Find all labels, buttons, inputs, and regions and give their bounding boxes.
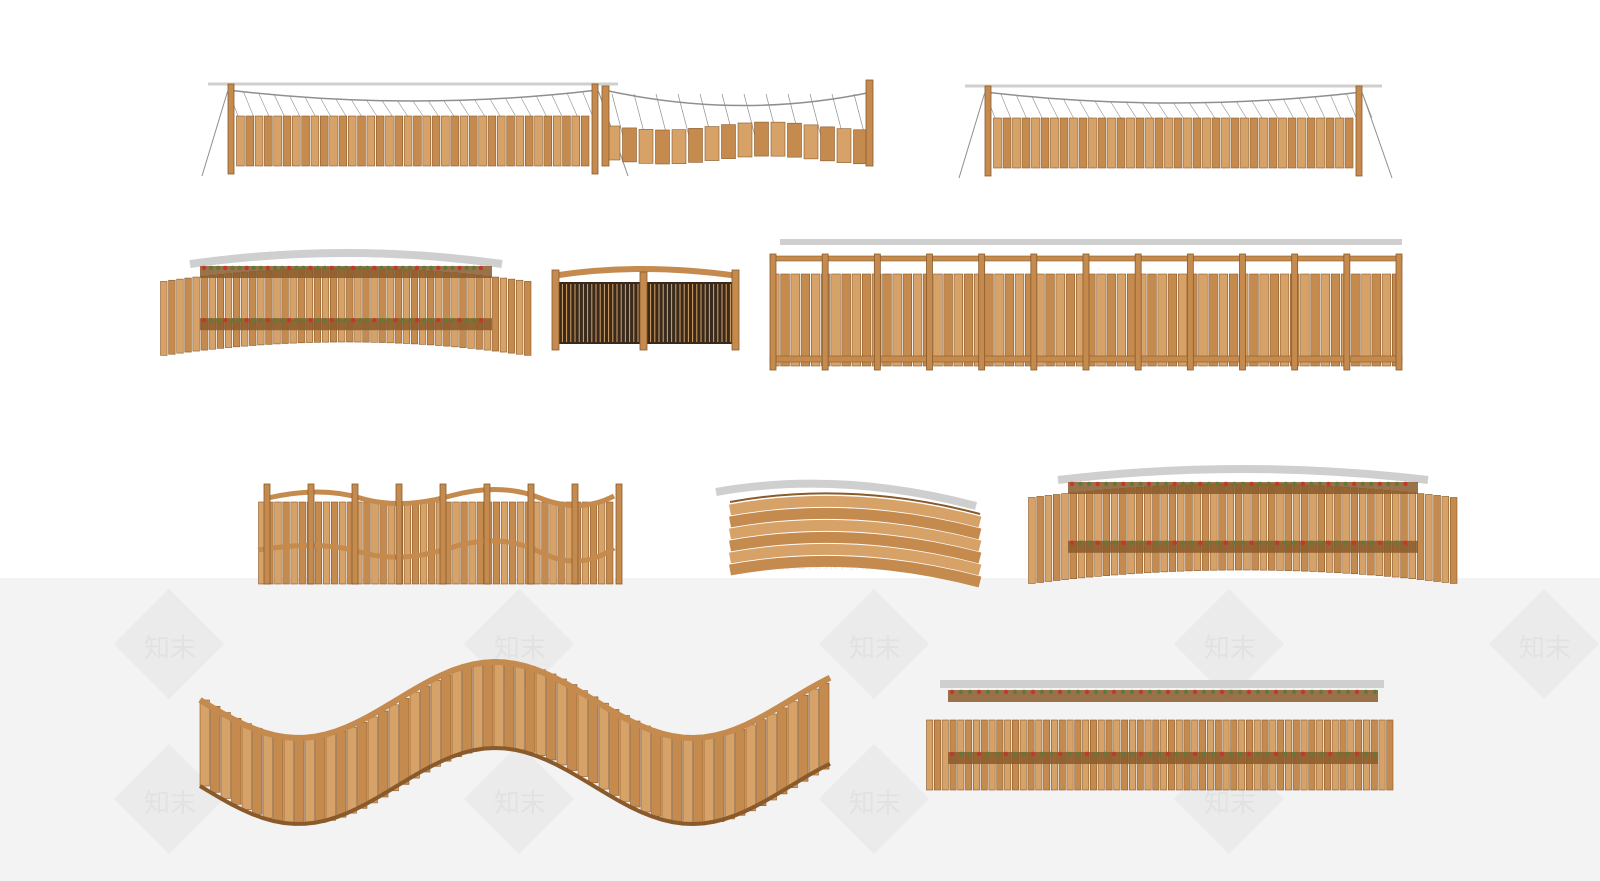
wave-rail-bridge xyxy=(257,483,623,585)
iron-rail-bridge xyxy=(551,266,740,351)
planter-bridge-1 xyxy=(160,249,532,356)
planter-flat-bridge xyxy=(926,680,1394,791)
serpentine-bridge xyxy=(198,659,832,826)
watermark-3: 知末 xyxy=(818,588,930,700)
rope-bridge-3 xyxy=(958,84,1393,179)
watermark-8: 知末 xyxy=(818,743,930,855)
watermark-6: 知末 xyxy=(113,743,225,855)
arched-bridge xyxy=(715,479,982,588)
rope-bridge-1 xyxy=(201,82,629,177)
rope-bridge-2 xyxy=(601,79,874,167)
watermark-2: 知末 xyxy=(463,588,575,700)
watermark-4: 知末 xyxy=(1173,588,1285,700)
watermark-9: 知末 xyxy=(1173,743,1285,855)
long-rail-bridge xyxy=(769,239,1403,371)
planter-bridge-2 xyxy=(1028,465,1458,584)
watermark-7: 知末 xyxy=(463,743,575,855)
watermark-5: 知末 xyxy=(1488,588,1600,700)
watermark-1: 知末 xyxy=(113,588,225,700)
